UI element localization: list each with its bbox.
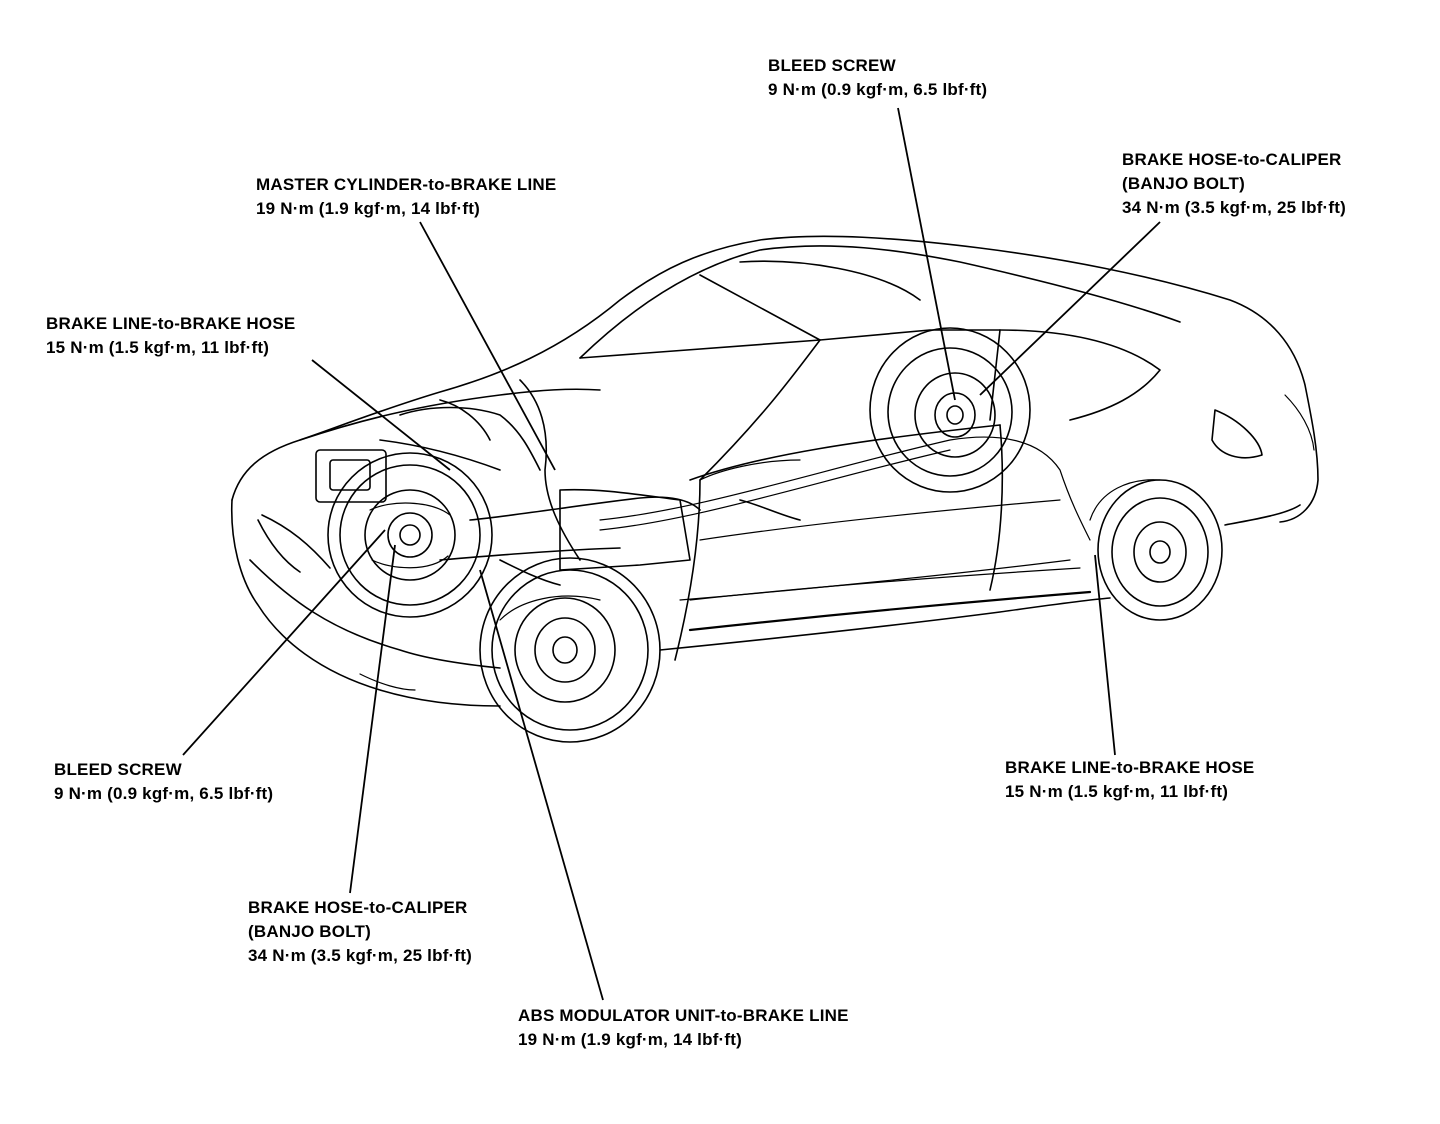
callout-title: BRAKE HOSE-to-CALIPER — [1122, 150, 1342, 169]
callout-torque: 19 N·m (1.9 kgf·m, 14 lbf·ft) — [256, 199, 480, 218]
callout-title: MASTER CYLINDER-to-BRAKE LINE — [256, 175, 557, 194]
engine-bay — [299, 379, 801, 586]
callout-torque: 9 N·m (0.9 kgf·m, 6.5 lbf·ft) — [54, 784, 274, 803]
leader-bleed-screw-rear — [897, 107, 956, 401]
callout-torque: 9 N·m (0.9 kgf·m, 6.5 lbf·ft) — [768, 80, 988, 99]
callout-title: BRAKE HOSE-to-CALIPER — [248, 898, 468, 917]
callout-brake-line-to-brake-hose-front: BRAKE LINE-to-BRAKE HOSE 15 N·m (1.5 kgf… — [46, 312, 295, 360]
car-body-outline — [230, 235, 1319, 707]
leader-bleed-screw-front — [182, 529, 386, 756]
rear-left-wheel — [869, 327, 1031, 493]
leader-hose-caliper-rear — [979, 221, 1161, 396]
callout-brake-line-to-brake-hose-rear: BRAKE LINE-to-BRAKE HOSE 15 N·m (1.5 kgf… — [1005, 756, 1254, 804]
leader-master-cylinder — [419, 221, 556, 471]
front-left-wheel — [327, 452, 493, 618]
callout-title: BRAKE LINE-to-BRAKE HOSE — [46, 314, 296, 333]
leader-lines — [182, 107, 1161, 1001]
callout-title: BRAKE LINE-to-BRAKE HOSE — [1005, 758, 1255, 777]
leader-abs-modulator — [479, 569, 604, 1001]
callout-detail: (BANJO BOLT) — [1122, 174, 1245, 193]
callout-abs-modulator-unit-to-brake-line: ABS MODULATOR UNIT-to-BRAKE LINE 19 N·m … — [518, 1004, 849, 1052]
callout-brake-hose-to-caliper-rear: BRAKE HOSE-to-CALIPER (BANJO BOLT) 34 N·… — [1122, 148, 1346, 220]
car-side-panels — [674, 424, 1092, 661]
callout-torque: 15 N·m (1.5 kgf·m, 11 lbf·ft) — [1005, 782, 1229, 801]
callout-bleed-screw-front: BLEED SCREW 9 N·m (0.9 kgf·m, 6.5 lbf·ft… — [54, 758, 273, 806]
leader-hose-caliper-front — [349, 544, 396, 894]
callout-title: ABS MODULATOR UNIT-to-BRAKE LINE — [518, 1006, 849, 1025]
callout-title: BLEED SCREW — [54, 760, 182, 779]
rear-right-wheel — [1089, 479, 1223, 621]
callout-detail: (BANJO BOLT) — [248, 922, 371, 941]
brake-lines — [599, 436, 1091, 601]
callout-torque: 34 N·m (3.5 kgf·m, 25 lbf·ft) — [248, 946, 472, 965]
leader-brake-line-hose-rear — [1094, 554, 1116, 756]
leader-brake-line-hose-front — [311, 359, 451, 471]
callout-torque: 15 N·m (1.5 kgf·m, 11 lbf·ft) — [46, 338, 270, 357]
callout-torque: 19 N·m (1.9 kgf·m, 14 lbf·ft) — [518, 1030, 742, 1049]
callout-master-cylinder-to-brake-line: MASTER CYLINDER-to-BRAKE LINE 19 N·m (1.… — [256, 173, 556, 221]
front-right-wheel — [479, 557, 661, 743]
callout-title: BLEED SCREW — [768, 56, 896, 75]
callout-bleed-screw-rear: BLEED SCREW 9 N·m (0.9 kgf·m, 6.5 lbf·ft… — [768, 54, 987, 102]
callout-brake-hose-to-caliper-front: BRAKE HOSE-to-CALIPER (BANJO BOLT) 34 N·… — [248, 896, 472, 968]
callout-torque: 34 N·m (3.5 kgf·m, 25 lbf·ft) — [1122, 198, 1346, 217]
